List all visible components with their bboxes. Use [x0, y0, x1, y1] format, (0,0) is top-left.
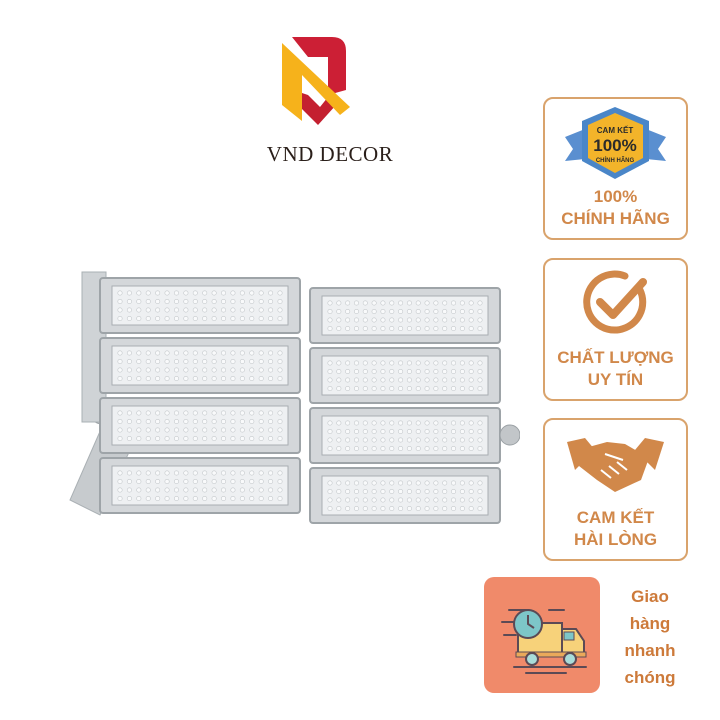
delivery-label-line: nhanh	[624, 641, 676, 660]
svg-text:100%: 100%	[593, 136, 636, 155]
product-image-flood-light	[69, 271, 520, 524]
delivery-tile	[484, 577, 600, 693]
brand-name: VND DECOR	[266, 142, 394, 166]
led-module	[309, 287, 501, 344]
svg-text:CAM KẾT: CAM KẾT	[597, 125, 634, 135]
led-module	[309, 407, 501, 464]
badge-authentic: CAM KẾT 100% CHÍNH HÃNG 100% CHÍNH HÃNG	[543, 97, 688, 240]
led-module	[99, 337, 301, 394]
svg-text:CHÍNH HÃNG: CHÍNH HÃNG	[596, 156, 635, 164]
badge-satisfaction: CAM KẾT HÀI LÒNG	[543, 418, 688, 561]
badge-label-line: CHẤT LƯỢNG	[557, 348, 674, 367]
vnd-decor-logo	[282, 37, 350, 125]
badge-label-line: HÀI LÒNG	[573, 530, 658, 549]
badge-quality: CHẤT LƯỢNG UY TÍN	[543, 258, 688, 401]
led-module	[309, 347, 501, 404]
led-module	[309, 467, 501, 524]
led-module	[99, 277, 301, 334]
badge-label: CAM KẾT HÀI LÒNG	[545, 507, 686, 551]
checkmark-circle-icon	[583, 270, 647, 334]
delivery-label-line: Giao	[631, 587, 669, 606]
delivery-label: Giao hàng nhanh chóng	[605, 583, 695, 691]
seal-100-percent-icon: CAM KẾT 100% CHÍNH HÃNG	[565, 107, 666, 179]
delivery-label-line: chóng	[624, 668, 676, 687]
badge-label-line: CAM KẾT	[576, 508, 655, 527]
badge-label: 100% CHÍNH HÃNG	[545, 186, 686, 230]
led-module	[99, 457, 301, 514]
handshake-icon	[567, 438, 664, 492]
badge-label-line: 100%	[593, 187, 638, 206]
badge-label: CHẤT LƯỢNG UY TÍN	[545, 347, 686, 391]
badge-label-line: CHÍNH HÃNG	[561, 209, 670, 228]
badge-label-line: UY TÍN	[587, 370, 644, 389]
led-module	[99, 397, 301, 454]
delivery-label-line: hàng	[629, 614, 671, 633]
delivery-truck-clock-icon	[501, 609, 587, 674]
